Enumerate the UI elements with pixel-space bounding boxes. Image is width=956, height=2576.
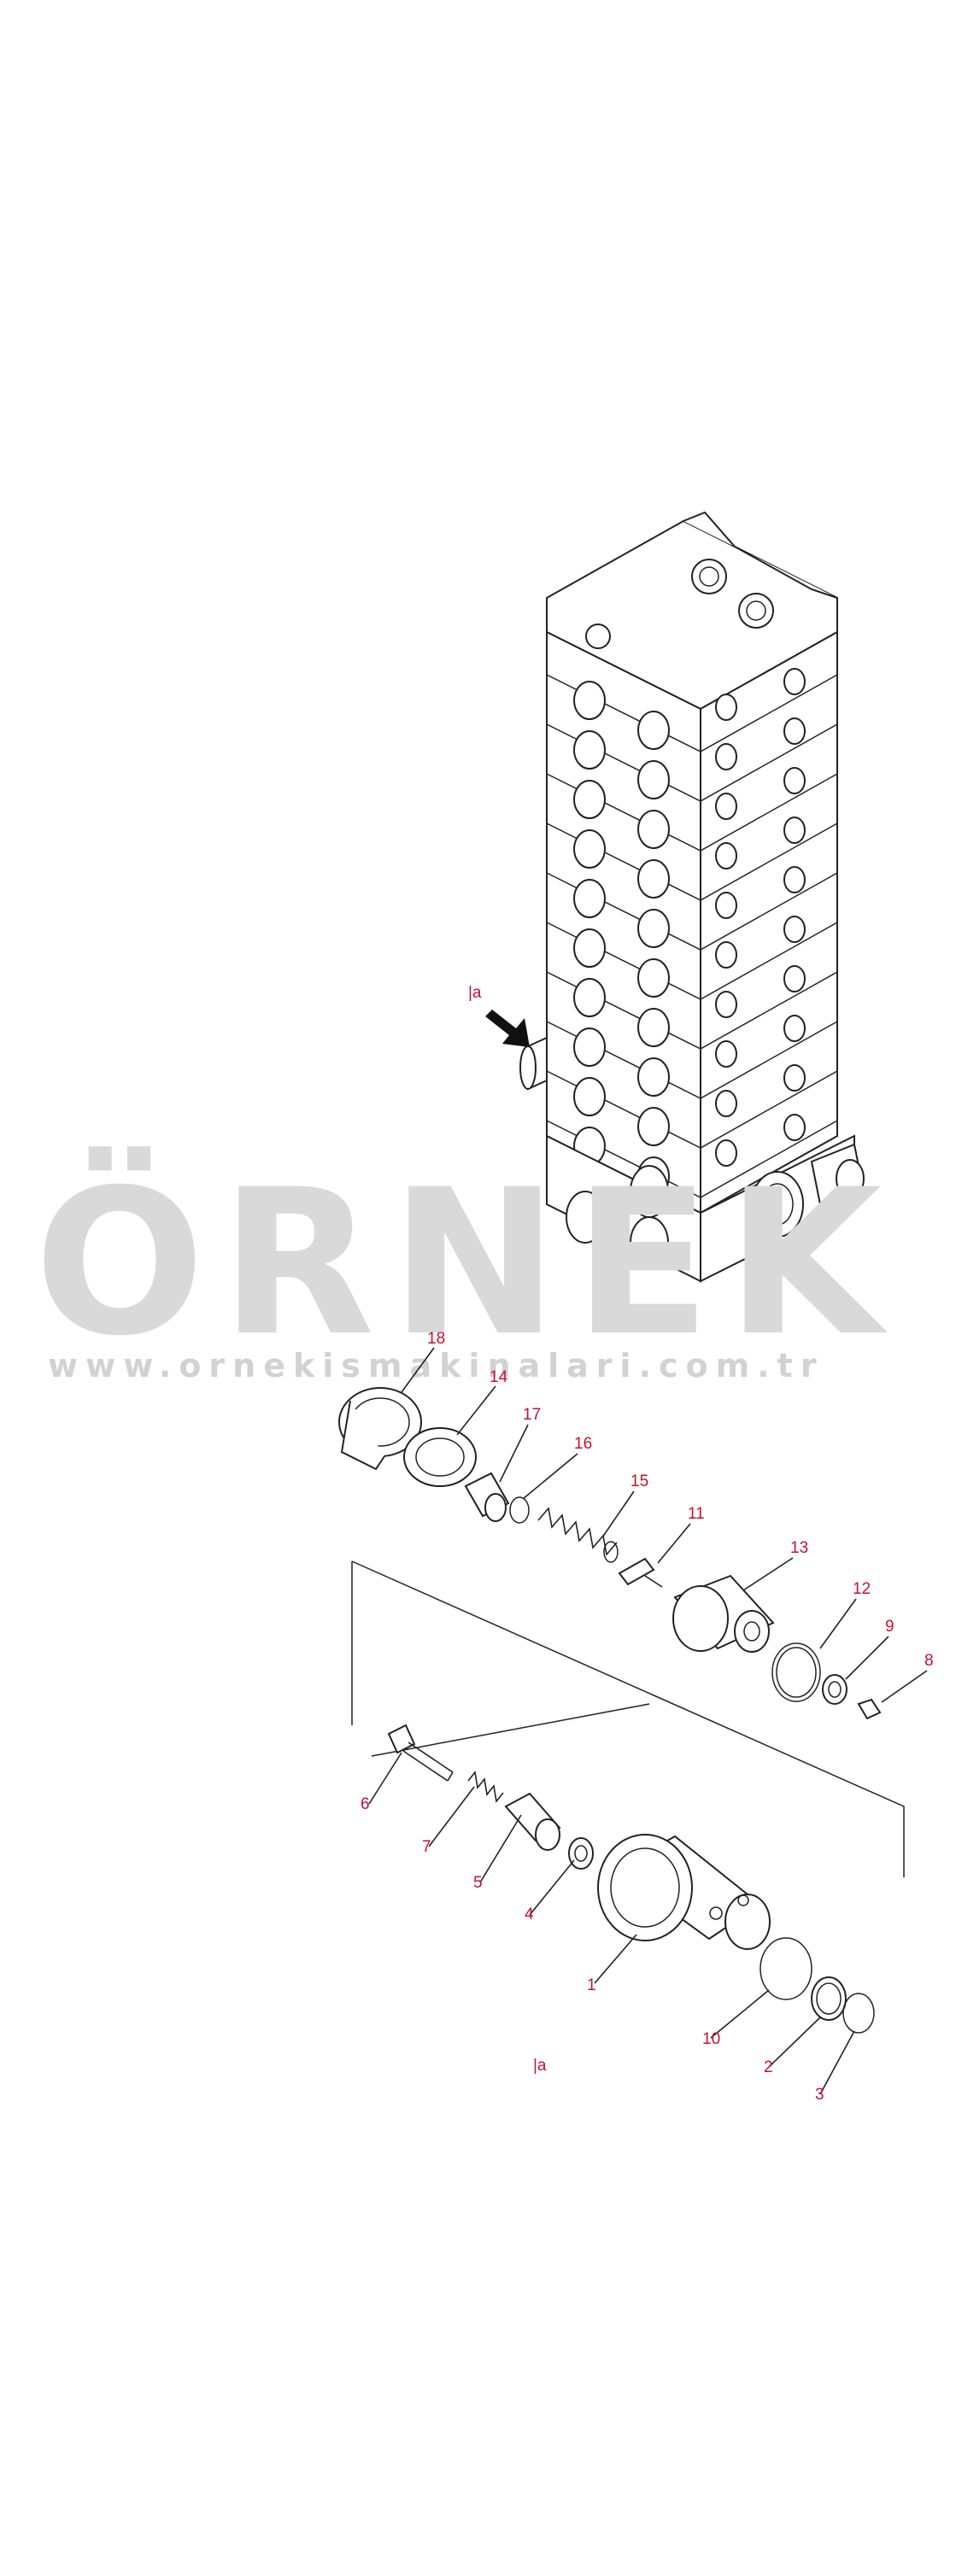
part-2-ring bbox=[811, 1976, 847, 2021]
callout-3: 3 bbox=[815, 2086, 824, 2104]
view-marker-top: |a bbox=[468, 984, 482, 1002]
part-5-piston bbox=[504, 1792, 561, 1851]
part-14-ring bbox=[403, 1427, 477, 1487]
callout-14: 14 bbox=[490, 1368, 508, 1386]
callout-13: 13 bbox=[790, 1539, 808, 1557]
callout-10: 10 bbox=[702, 2030, 720, 2048]
callout-18: 18 bbox=[427, 1330, 445, 1348]
callout-11: 11 bbox=[688, 1505, 705, 1523]
callout-5: 5 bbox=[473, 1874, 483, 1892]
part-16-oring bbox=[509, 1496, 530, 1524]
view-marker-bottom: |a bbox=[533, 2057, 547, 2075]
callout-4: 4 bbox=[525, 1906, 534, 1923]
assembly-guide-lines bbox=[351, 1560, 905, 1877]
part-4-washer bbox=[568, 1837, 594, 1870]
callout-2: 2 bbox=[764, 2058, 773, 2076]
part-9-ring bbox=[822, 1674, 847, 1705]
callout-8: 8 bbox=[924, 1652, 934, 1670]
callout-1: 1 bbox=[587, 1976, 596, 1994]
watermark-brand: ÖRNEK bbox=[34, 1145, 897, 1380]
part-11-poppet bbox=[618, 1557, 663, 1588]
part-10-oring bbox=[760, 1937, 812, 2000]
watermark-url: www.ornekismakinalari.com.tr bbox=[48, 1347, 824, 1385]
part-15-spring bbox=[537, 1507, 619, 1563]
part-13-valve-body bbox=[672, 1574, 775, 1653]
callout-9: 9 bbox=[885, 1618, 894, 1636]
part-8-nut bbox=[857, 1698, 882, 1720]
part-3-oring bbox=[842, 1993, 875, 2034]
watermark: ÖRNEK www.ornekismakinalari.com.tr bbox=[34, 1145, 897, 1385]
part-7-spring bbox=[467, 1771, 504, 1803]
part-1-main-body bbox=[597, 1834, 771, 1950]
callout-15: 15 bbox=[630, 1472, 648, 1490]
callout-16: 16 bbox=[574, 1435, 592, 1453]
control-valve-body bbox=[546, 511, 865, 1283]
view-arrow bbox=[485, 1010, 548, 1091]
part-17-plug bbox=[464, 1472, 510, 1522]
part-12-oring bbox=[771, 1642, 821, 1702]
callout-7: 7 bbox=[422, 1838, 431, 1856]
callout-6: 6 bbox=[361, 1795, 370, 1813]
callout-17: 17 bbox=[523, 1406, 541, 1424]
callout-12: 12 bbox=[853, 1580, 871, 1598]
leader-lines bbox=[368, 1347, 928, 2095]
part-6-bolt bbox=[387, 1724, 454, 1782]
part-18-cap bbox=[338, 1387, 422, 1471]
